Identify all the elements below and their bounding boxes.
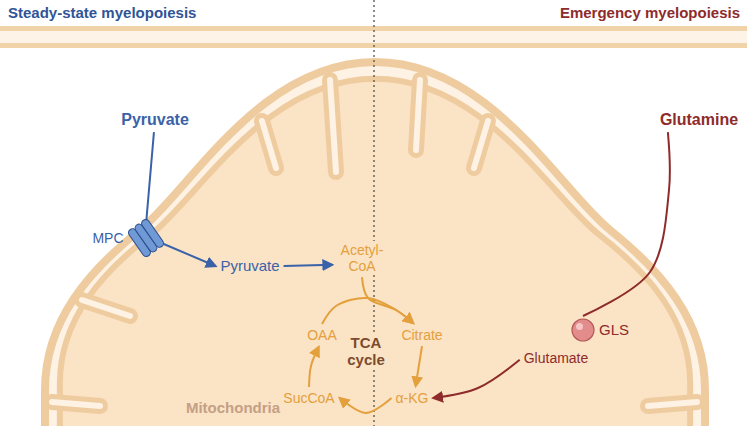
node-text: MPC	[92, 230, 123, 246]
node-text: GLS	[599, 321, 629, 338]
crista-space	[330, 80, 336, 172]
metabolite-label: SucCoA	[281, 389, 336, 407]
crista	[82, 300, 130, 316]
node-text: Glutamate	[524, 350, 589, 366]
connector	[284, 265, 332, 266]
metabolite-label: α-KG	[394, 389, 431, 407]
connector	[322, 298, 413, 324]
crista-space	[82, 300, 130, 316]
transporter: MPC	[90, 215, 165, 261]
crista-space	[52, 402, 100, 406]
metabolite-label: Pyruvate	[119, 110, 191, 130]
crista	[330, 80, 336, 172]
connector	[583, 132, 670, 316]
node-text: Acetyl-CoA	[337, 242, 387, 274]
metabolite-label: Citrate	[399, 326, 444, 344]
node-text: OAA	[307, 327, 337, 343]
crista	[416, 80, 420, 150]
metabolite-label: Pyruvate	[218, 256, 281, 275]
inner-membrane	[60, 79, 690, 426]
enzyme-icon	[571, 318, 595, 342]
node-text: Mitochondria	[186, 399, 280, 416]
cristae	[52, 80, 697, 406]
connector	[340, 398, 392, 413]
connector	[309, 347, 319, 387]
transporter-icon	[128, 216, 164, 260]
crista	[648, 402, 697, 406]
section-heading: Emergency myelopoiesis	[560, 4, 740, 21]
metabolite-label: Glutamate	[522, 349, 591, 367]
connector	[416, 346, 422, 386]
enzyme: GLS	[569, 317, 631, 343]
crista-space	[474, 121, 488, 168]
crista-space	[262, 121, 276, 168]
node-text: Pyruvate	[220, 257, 279, 274]
metabolite-label: Acetyl-CoA	[335, 241, 389, 275]
crista	[474, 121, 488, 168]
node-text: SucCoA	[283, 390, 334, 406]
cycle-label: TCA cycle	[343, 334, 389, 369]
node-text: Pyruvate	[121, 111, 189, 129]
node-text: Citrate	[401, 327, 442, 343]
crista	[262, 121, 276, 168]
outer-membrane	[45, 62, 705, 426]
node-text: Glutamine	[660, 111, 738, 129]
crista-space	[416, 80, 420, 150]
crista	[52, 402, 100, 406]
crista-space	[648, 402, 697, 406]
section-heading: Steady-state myelopoiesis	[8, 4, 196, 21]
node-text: α-KG	[396, 390, 429, 406]
metabolite-label: OAA	[305, 326, 339, 344]
metabolite-label: Glutamine	[658, 110, 740, 130]
connector	[433, 360, 519, 398]
